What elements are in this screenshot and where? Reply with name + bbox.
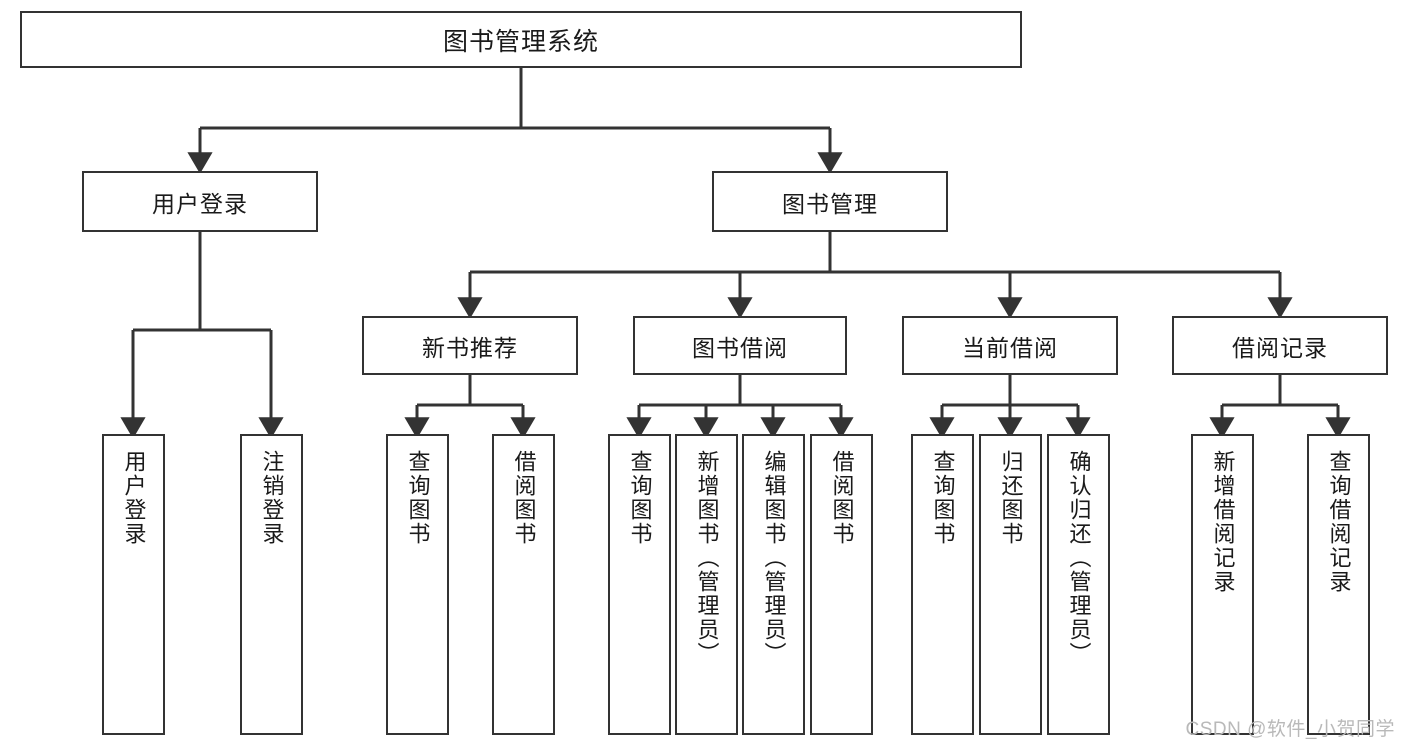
leaf-book-borrow-4[interactable]: 借阅图书 xyxy=(810,434,873,735)
node-current-borrow[interactable]: 当前借阅 xyxy=(902,316,1118,375)
leaf-current-borrow-3[interactable]: 确认归还（管理员） xyxy=(1047,434,1110,735)
node-label: 借阅图书 xyxy=(511,450,537,546)
leaf-book-borrow-2[interactable]: 新增图书（管理员） xyxy=(675,434,738,735)
leaf-current-borrow-1[interactable]: 查询图书 xyxy=(911,434,974,735)
node-label: 注销登录 xyxy=(259,450,285,546)
node-label: 图书借阅 xyxy=(692,334,788,361)
node-label: 借阅记录 xyxy=(1232,334,1328,361)
node-label: 编辑图书（管理员） xyxy=(761,450,787,666)
node-label: 图书管理系统 xyxy=(442,27,599,56)
node-label: 借阅图书 xyxy=(829,450,855,546)
leaf-borrow-record-1[interactable]: 新增借阅记录 xyxy=(1191,434,1254,735)
node-borrow-record[interactable]: 借阅记录 xyxy=(1172,316,1388,375)
node-label: 用户登录 xyxy=(152,190,248,217)
node-label: 新增图书（管理员） xyxy=(694,450,720,666)
node-label: 新书推荐 xyxy=(422,334,518,361)
node-new-book-recommend[interactable]: 新书推荐 xyxy=(362,316,578,375)
node-label: 查询借阅记录 xyxy=(1326,450,1352,594)
csdn-watermark: CSDN @软件_小贺同学 xyxy=(1185,719,1395,740)
leaf-user-login-1[interactable]: 用户登录 xyxy=(102,434,165,735)
node-label: 查询图书 xyxy=(627,450,653,546)
node-label: 新增借阅记录 xyxy=(1210,450,1236,594)
node-book-borrow[interactable]: 图书借阅 xyxy=(633,316,847,375)
node-book-management[interactable]: 图书管理 xyxy=(712,171,948,232)
leaf-book-borrow-3[interactable]: 编辑图书（管理员） xyxy=(742,434,805,735)
leaf-borrow-record-2[interactable]: 查询借阅记录 xyxy=(1307,434,1370,735)
node-label: 查询图书 xyxy=(930,450,956,546)
node-label: 归还图书 xyxy=(998,450,1024,546)
node-label: 当前借阅 xyxy=(962,334,1058,361)
node-user-login[interactable]: 用户登录 xyxy=(82,171,318,232)
leaf-current-borrow-2[interactable]: 归还图书 xyxy=(979,434,1042,735)
leaf-book-borrow-1[interactable]: 查询图书 xyxy=(608,434,671,735)
node-label: 确认归还（管理员） xyxy=(1066,450,1092,666)
node-root-system[interactable]: 图书管理系统 xyxy=(20,11,1022,68)
leaf-new-book-recommend-1[interactable]: 查询图书 xyxy=(386,434,449,735)
leaf-new-book-recommend-2[interactable]: 借阅图书 xyxy=(492,434,555,735)
node-label: 用户登录 xyxy=(121,450,147,546)
node-label: 图书管理 xyxy=(782,190,878,217)
node-label: 查询图书 xyxy=(405,450,431,546)
leaf-user-login-2[interactable]: 注销登录 xyxy=(240,434,303,735)
